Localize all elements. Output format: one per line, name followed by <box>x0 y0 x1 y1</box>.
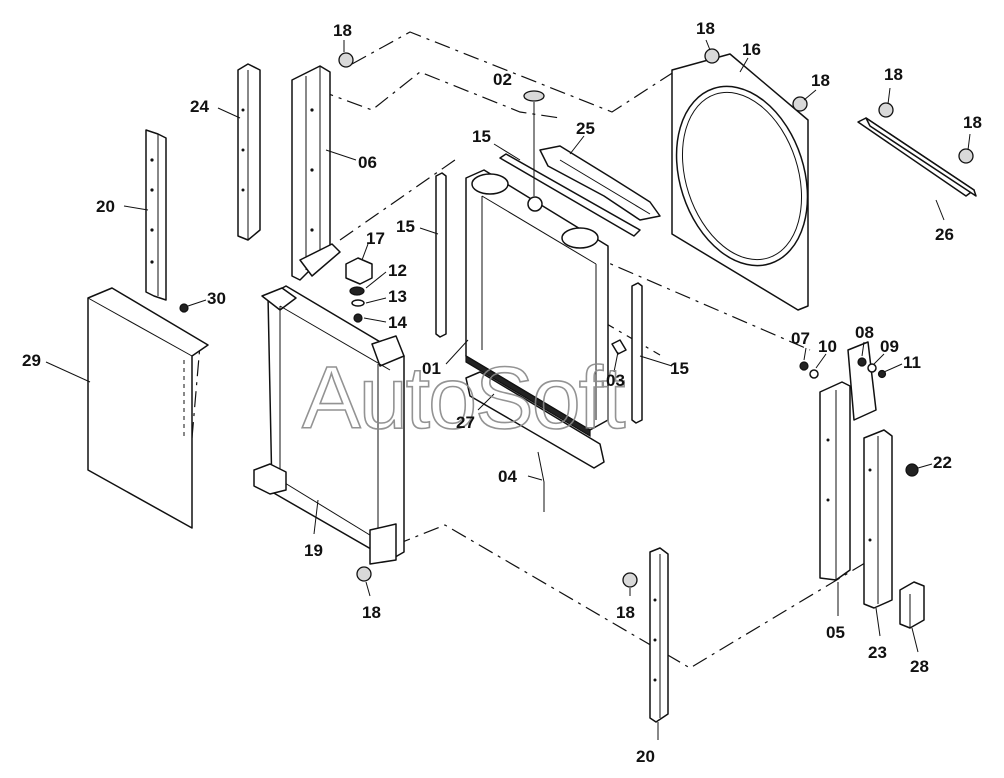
callout-11: 11 <box>903 353 921 372</box>
callout-18: 18 <box>811 71 830 90</box>
callout-18: 18 <box>963 113 982 132</box>
nut-22 <box>905 463 919 477</box>
bolt-18-shroud-top <box>704 48 720 64</box>
intercooler-19 <box>253 285 405 565</box>
callout-02: 02 <box>493 70 512 89</box>
callout-15: 15 <box>472 127 491 146</box>
callout-26: 26 <box>935 225 954 244</box>
rubber-block-28 <box>899 581 925 629</box>
callout-12: 12 <box>388 261 407 280</box>
callout-13: 13 <box>388 287 407 306</box>
callout-20: 20 <box>96 197 115 216</box>
callout-20: 20 <box>636 747 655 766</box>
bolt-18-shroud-right <box>792 96 808 112</box>
callout-06: 06 <box>358 153 377 172</box>
callout-24: 24 <box>190 97 209 116</box>
bracket-strip-20-upper <box>145 129 167 301</box>
callout-09: 09 <box>880 337 899 356</box>
callout-23: 23 <box>868 643 887 662</box>
callout-15: 15 <box>396 217 415 236</box>
bracket-strip-20-lower <box>649 547 669 723</box>
radiator-cap-02 <box>523 90 545 196</box>
bolt-18-top-left <box>338 52 354 68</box>
callout-01: 01 <box>422 359 441 378</box>
drain-cock-03 <box>611 339 627 355</box>
callout-18: 18 <box>884 65 903 84</box>
bolt-18-lower-strip <box>622 572 638 588</box>
autosoft-watermark: AutoSoft <box>302 348 625 447</box>
bolt-18-intercooler <box>356 566 372 582</box>
callout-04: 04 <box>498 467 517 486</box>
upper-bracket-25 <box>539 145 661 221</box>
callout-03: 03 <box>606 371 625 390</box>
callout-17: 17 <box>366 229 385 248</box>
fan-shroud-16 <box>671 53 809 311</box>
callout-19: 19 <box>304 541 323 560</box>
callout-10: 10 <box>818 337 837 356</box>
mount-parts-17-12-13-14 <box>179 257 373 323</box>
bolt-18-bracket-right <box>958 148 974 164</box>
bolt-18-bracket-left <box>878 102 894 118</box>
callout-22: 22 <box>933 453 952 472</box>
callout-14: 14 <box>388 313 407 332</box>
rubber-strip-15 <box>435 153 643 424</box>
callout-25: 25 <box>576 119 595 138</box>
callout-08: 08 <box>855 323 874 342</box>
drain-hose-04 <box>537 451 545 512</box>
callout-07: 07 <box>791 329 810 348</box>
assembly-dash-lines <box>191 31 871 669</box>
callout-28: 28 <box>910 657 929 676</box>
bracket-strip-24 <box>237 63 261 241</box>
bracket-26 <box>857 117 977 197</box>
callout-labels: 18 02 18 16 18 18 18 24 06 15 25 20 26 1… <box>22 19 982 766</box>
lower-support-27 <box>465 371 605 469</box>
callout-18: 18 <box>696 19 715 38</box>
callout-15: 15 <box>670 359 689 378</box>
callout-05: 05 <box>826 623 845 642</box>
side-cover-panel-29 <box>87 287 209 529</box>
bolts-and-nuts <box>338 48 974 588</box>
right-strip-23 <box>863 429 893 609</box>
right-bracket-05 <box>819 341 877 581</box>
callout-16: 16 <box>742 40 761 59</box>
callout-18: 18 <box>362 603 381 622</box>
callout-30: 30 <box>207 289 226 308</box>
side-bracket-06 <box>291 65 341 281</box>
radiator-core-01 <box>465 169 609 438</box>
callout-27: 27 <box>456 413 475 432</box>
callout-18: 18 <box>616 603 635 622</box>
radiator-top-tank <box>471 173 599 249</box>
washers-07-11 <box>799 357 887 379</box>
callout-leader-lines <box>45 39 971 740</box>
callout-18: 18 <box>333 21 352 40</box>
callout-29: 29 <box>22 351 41 370</box>
